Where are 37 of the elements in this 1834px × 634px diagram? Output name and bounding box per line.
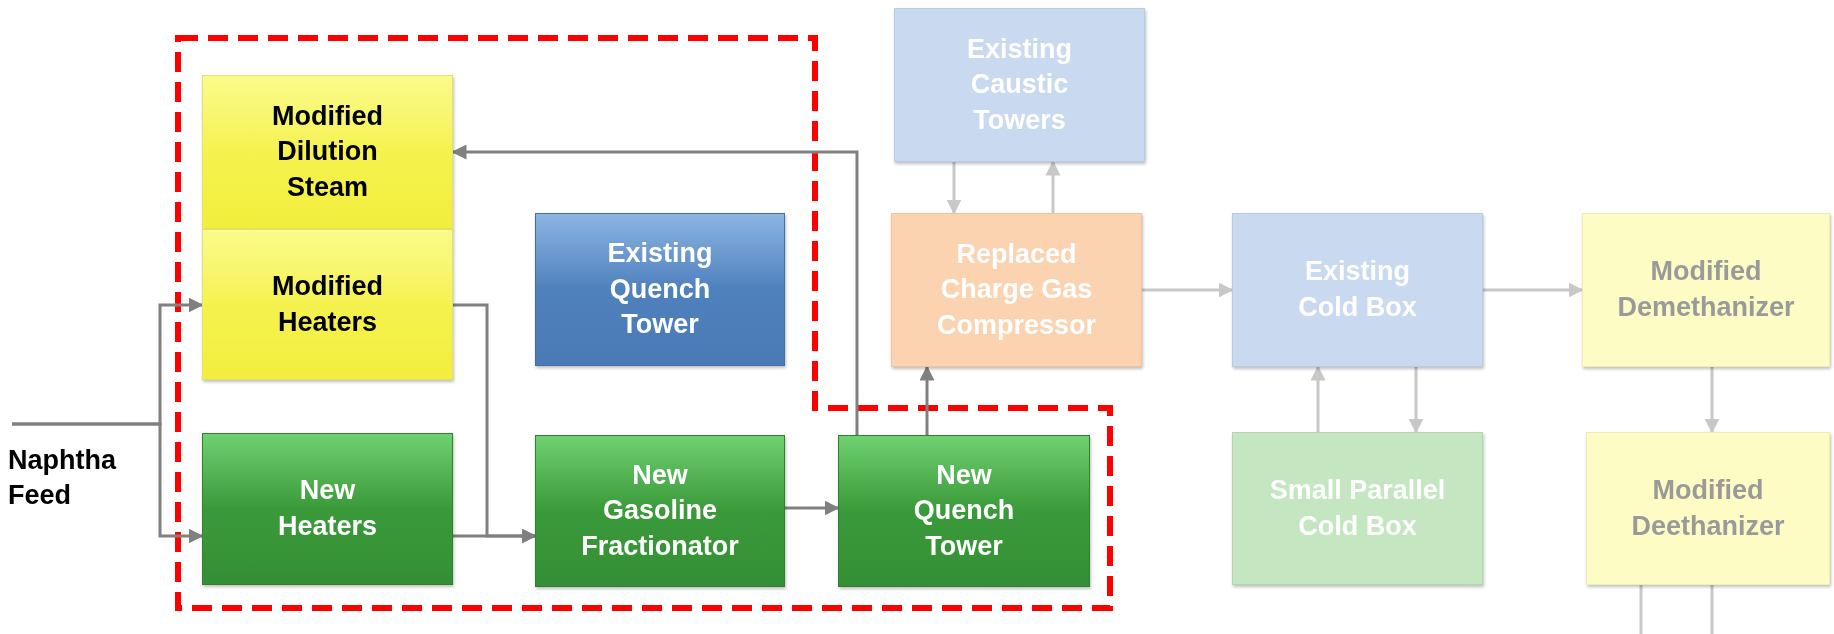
box-label: New Gasoline Fractionator: [580, 458, 740, 563]
process-box: [891, 213, 1142, 367]
flow-arrow: [1045, 160, 1061, 213]
box-label: Small Parallel Cold Box: [1268, 473, 1447, 543]
box-label: Existing Quench Tower: [606, 237, 714, 342]
process-box: [535, 435, 785, 587]
process-box: [894, 8, 1145, 162]
process-box: [535, 213, 785, 366]
box-label: Modified Heaters: [271, 269, 384, 339]
flow-line: [1639, 585, 1643, 634]
flow-arrow: [785, 500, 840, 516]
process-box: [838, 435, 1090, 587]
flow-arrow: [451, 144, 859, 435]
flow-arrow: [946, 162, 962, 215]
box-label: Replaced Charge Gas Compressor: [935, 237, 1097, 342]
process-box: [1582, 213, 1830, 367]
flow-arrow: [12, 422, 204, 544]
process-box: [202, 229, 453, 380]
flow-arrow: [1142, 282, 1234, 298]
flow-arrow: [453, 528, 537, 544]
flow-line: [1710, 585, 1714, 634]
box-label: New Quench Tower: [912, 458, 1016, 563]
box-label: New Heaters: [276, 474, 379, 543]
box-label: Modified Dilution Steam: [271, 99, 384, 204]
process-box: [202, 75, 453, 229]
feed-label: Naphtha Feed: [8, 443, 118, 513]
flow-arrow: [1704, 367, 1720, 434]
process-box: [1232, 213, 1483, 367]
flow-arrow: [1408, 367, 1424, 434]
box-label: Modified Demethanizer: [1616, 255, 1796, 324]
box-label: Modified Deethanizer: [1630, 473, 1786, 543]
flow-arrow: [1310, 365, 1326, 432]
process-box: [202, 433, 453, 585]
flow-arrow: [1483, 282, 1584, 298]
process-box: [1232, 432, 1483, 585]
process-box: [1586, 432, 1830, 585]
flow-arrow: [919, 365, 935, 435]
